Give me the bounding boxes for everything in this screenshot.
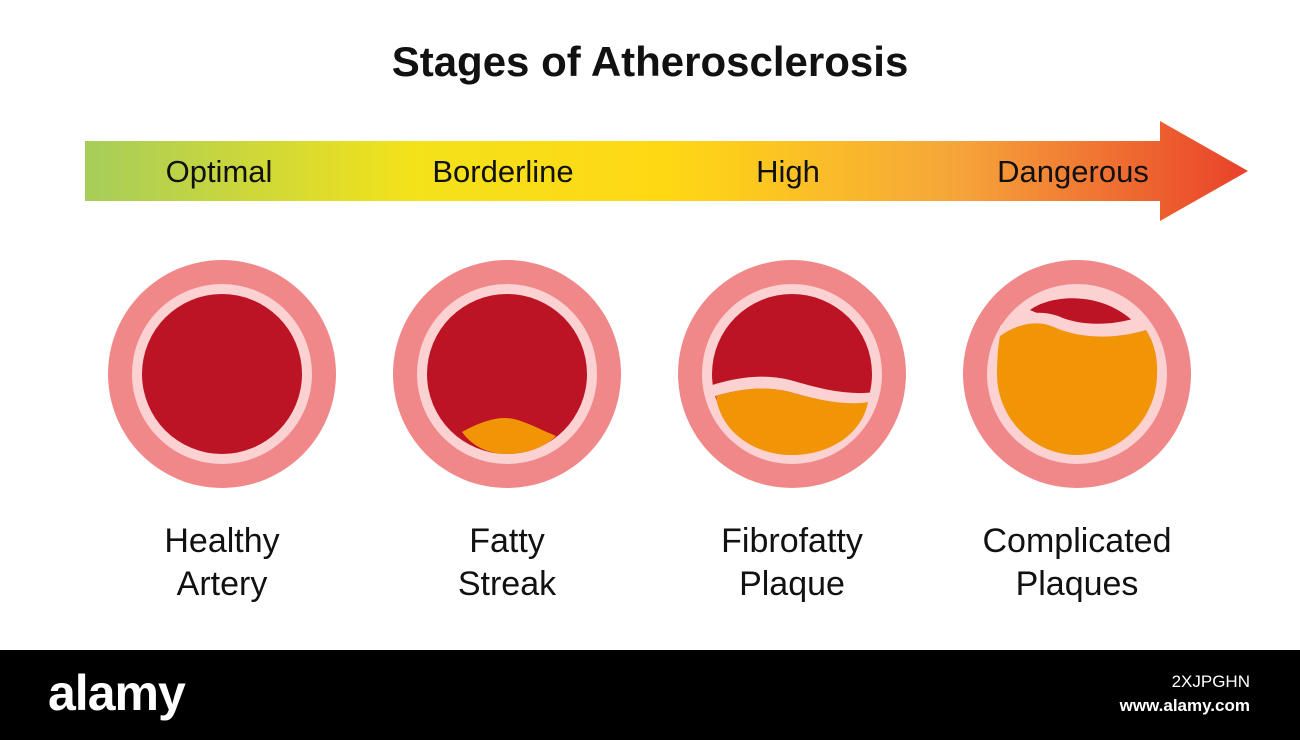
atherosclerosis-diagram: Optimal Borderline High Dangerous <box>85 121 1248 488</box>
artery-complicated-plaques <box>963 260 1191 488</box>
severity-arrow <box>85 121 1248 221</box>
caption-line: Healthy <box>164 522 280 560</box>
caption-line: Streak <box>457 565 557 603</box>
plaque <box>462 418 556 454</box>
scale-label-dangerous: Dangerous <box>997 154 1149 189</box>
caption-line: Plaque <box>739 565 845 603</box>
caption-line: Fibrofatty <box>721 522 863 560</box>
caption-fatty-streak: Fatty Streak <box>357 520 657 606</box>
alamy-logo: alamy <box>48 665 186 721</box>
artery-lumen <box>142 294 302 454</box>
plaque <box>716 388 868 455</box>
site-url: www.alamy.com <box>1119 696 1250 715</box>
caption-line: Fatty <box>469 522 545 560</box>
artery-fatty-streak <box>393 260 621 488</box>
artery-healthy <box>108 260 336 488</box>
scale-label-optimal: Optimal <box>166 154 273 189</box>
plaque-cap <box>709 376 876 406</box>
caption-complicated-plaques: Complicated Plaques <box>927 520 1227 606</box>
artery-lumen <box>1030 298 1134 328</box>
artery-lumen <box>427 294 587 454</box>
plaque <box>997 323 1158 455</box>
caption-line: Complicated <box>982 522 1172 560</box>
caption-fibrofatty-plaque: Fibrofatty Plaque <box>642 520 942 606</box>
plaque-cap <box>1000 312 1146 336</box>
image-id: 2XJPGHN <box>1171 672 1250 691</box>
scale-label-borderline: Borderline <box>432 154 573 189</box>
page-title: Stages of Atherosclerosis <box>391 38 909 85</box>
watermark-footer: alamy 2XJPGHN www.alamy.com <box>0 650 1300 740</box>
artery-fibrofatty-plaque <box>678 260 906 488</box>
caption-line: Plaques <box>1015 565 1139 603</box>
caption-line: Artery <box>176 565 268 603</box>
caption-healthy-artery: Healthy Artery <box>72 520 372 606</box>
scale-label-high: High <box>756 154 820 189</box>
